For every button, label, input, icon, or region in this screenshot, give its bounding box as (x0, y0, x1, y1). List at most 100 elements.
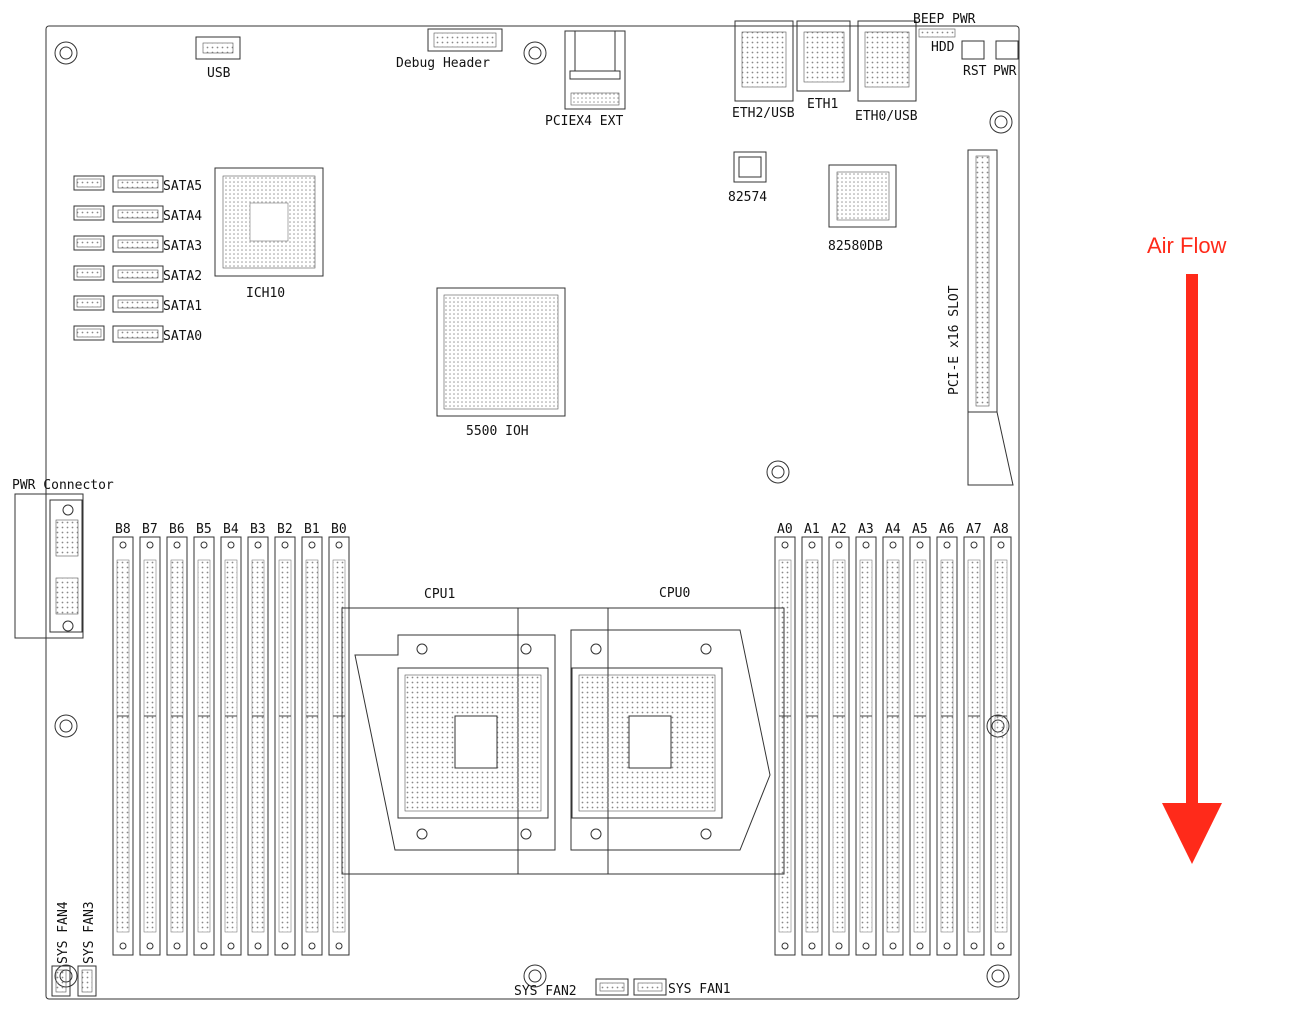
pcie-slot-label: PCI-E x16 SLOT (947, 285, 962, 395)
sata-port-sata4: SATA4 (73, 205, 202, 224)
dimm-slot-a4: A4 (882, 522, 904, 956)
dimm-slots-b: B8 B7 B6 B5 B4 B3 B2 B1 B0 (112, 522, 350, 956)
sata-port-sata5: SATA5 (73, 175, 202, 194)
sata-label: SATA1 (163, 299, 202, 314)
dimm-slot-b0: B0 (328, 522, 350, 956)
dimm-slot-b5: B5 (193, 522, 215, 956)
hdd-label: HDD (931, 40, 955, 55)
dimm-label: A1 (804, 522, 820, 537)
sata-label: SATA5 (163, 179, 202, 194)
cpu0-socket: CPU0 (571, 586, 723, 840)
dimm-slot-a5: A5 (909, 522, 931, 956)
sys-fan1-header: SYS FAN1 (633, 978, 731, 997)
board-outline (45, 25, 1020, 1000)
dimm-label: A8 (993, 522, 1009, 537)
ich10-label: ICH10 (246, 286, 285, 301)
cpu1-socket: CPU1 (397, 587, 549, 840)
dimm-label: A7 (966, 522, 982, 537)
chip-82574: 82574 (728, 151, 767, 205)
cpu1-label: CPU1 (424, 587, 455, 602)
dimm-label: A6 (939, 522, 955, 537)
pcie-x16-slot: PCI-E x16 SLOT (947, 149, 1014, 486)
sys-fan3-header: SYS FAN3 (77, 901, 97, 997)
dimm-slot-a2: A2 (828, 522, 850, 956)
pciex4-ext-connector: PCIEX4 EXT (545, 30, 626, 129)
debug-header-label: Debug Header (396, 56, 490, 71)
dimm-label: A3 (858, 522, 874, 537)
eth0-usb-label: ETH0/USB (855, 109, 918, 124)
eth0-usb-port: ETH0/USB (855, 20, 918, 124)
sata-label: SATA0 (163, 329, 202, 344)
dimm-label: A4 (885, 522, 901, 537)
sata-port-sata0: SATA0 (73, 325, 202, 344)
sys-fan2-header: SYS FAN2 (514, 978, 629, 999)
dimm-label: A5 (912, 522, 928, 537)
dimm-label: B2 (277, 522, 293, 537)
eth2-usb-label: ETH2/USB (732, 106, 795, 121)
dimm-slot-a7: A7 (963, 522, 985, 956)
air-flow-arrow-shaft (1186, 274, 1198, 806)
pwr-connector-label: PWR Connector (12, 478, 114, 493)
usb-label: USB (207, 66, 231, 81)
chip-82580db-label: 82580DB (828, 239, 883, 254)
dimm-slots-a: A0 A1 A2 A3 A4 A5 A6 A7 A8 (774, 522, 1012, 956)
pwr-label: PWR (993, 64, 1017, 79)
pciex4-ext-label: PCIEX4 EXT (545, 114, 623, 129)
rst-label: RST (963, 64, 987, 79)
chip-5500-ioh: 5500 IOH (436, 287, 566, 439)
dimm-slot-a0: A0 (774, 522, 796, 956)
chip-ich10: ICH10 (214, 167, 324, 301)
mounting-holes (54, 41, 1013, 988)
sata-label: SATA2 (163, 269, 202, 284)
air-flow-label: Air Flow (1147, 233, 1227, 258)
dimm-label: B8 (115, 522, 131, 537)
dimm-slot-b6: B6 (166, 522, 188, 956)
pwr-led-label: PWR (952, 12, 976, 27)
dimm-slot-b1: B1 (301, 522, 323, 956)
air-flow-arrow-head (1162, 803, 1222, 864)
sys-fan3-label: SYS FAN3 (82, 901, 97, 964)
dimm-slot-b8: B8 (112, 522, 134, 956)
sys-fan4-header: SYS FAN4 (51, 901, 71, 997)
dimm-slot-a6: A6 (936, 522, 958, 956)
eth2-usb-port: ETH2/USB (732, 20, 795, 121)
dimm-label: B1 (304, 522, 320, 537)
chip-82580db: 82580DB (828, 164, 897, 254)
sys-fan2-label: SYS FAN2 (514, 984, 577, 999)
dimm-label: B4 (223, 522, 239, 537)
usb-header: USB (195, 36, 241, 81)
power-connector: PWR Connector (12, 478, 114, 639)
dimm-label: B7 (142, 522, 158, 537)
dimm-slot-b3: B3 (247, 522, 269, 956)
sata-port-sata2: SATA2 (73, 265, 202, 284)
beep-label: BEEP (913, 12, 944, 27)
air-flow-indicator: Air Flow (1147, 233, 1227, 864)
sys-fan4-label: SYS FAN4 (56, 901, 71, 964)
dimm-label: A0 (777, 522, 793, 537)
ioh-label: 5500 IOH (466, 424, 529, 439)
sata-port-sata1: SATA1 (73, 295, 202, 314)
dimm-label: A2 (831, 522, 847, 537)
chip-82574-label: 82574 (728, 190, 767, 205)
dimm-slot-b2: B2 (274, 522, 296, 956)
dimm-slot-a8: A8 (990, 522, 1012, 956)
eth1-port: ETH1 (796, 20, 851, 112)
dimm-label: B6 (169, 522, 185, 537)
debug-header: Debug Header (396, 28, 503, 71)
sys-fan1-label: SYS FAN1 (668, 982, 731, 997)
sata-port-sata3: SATA3 (73, 235, 202, 254)
dimm-slot-a3: A3 (855, 522, 877, 956)
front-panel-headers: BEEP PWR HDD RST PWR (913, 12, 1019, 79)
dimm-label: B5 (196, 522, 212, 537)
dimm-label: B0 (331, 522, 347, 537)
cpu0-label: CPU0 (659, 586, 690, 601)
dimm-slot-b4: B4 (220, 522, 242, 956)
eth1-label: ETH1 (807, 97, 838, 112)
sata-label: SATA3 (163, 239, 202, 254)
dimm-slot-a1: A1 (801, 522, 823, 956)
dimm-label: B3 (250, 522, 266, 537)
sata-label: SATA4 (163, 209, 202, 224)
dimm-slot-b7: B7 (139, 522, 161, 956)
